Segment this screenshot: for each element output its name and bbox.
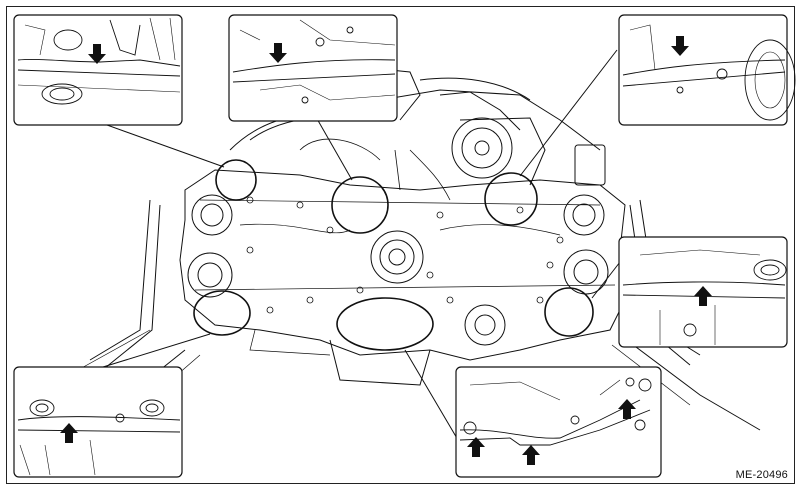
callout-circle-top-left bbox=[215, 159, 257, 201]
detail-box-middle-right bbox=[618, 236, 788, 348]
callout-circle-lower-right bbox=[544, 287, 594, 337]
callout-circle-lower-center bbox=[336, 297, 434, 351]
detail-box-top-center bbox=[228, 14, 398, 122]
callout-circle-top-center bbox=[331, 176, 389, 234]
callout-circle-top-right bbox=[484, 172, 538, 226]
detail-box-top-left bbox=[13, 14, 183, 126]
detail-box-top-right bbox=[618, 14, 796, 126]
leader-lines bbox=[102, 49, 621, 441]
callout-circle-lower-left bbox=[193, 290, 251, 336]
callout-circles bbox=[193, 159, 594, 351]
detail-box-lower-left bbox=[13, 366, 183, 478]
detail-box-lower-right bbox=[455, 366, 662, 478]
figure-reference-code: ME-20496 bbox=[735, 469, 788, 481]
engine-block bbox=[59, 69, 761, 431]
figure-frame bbox=[6, 6, 795, 484]
